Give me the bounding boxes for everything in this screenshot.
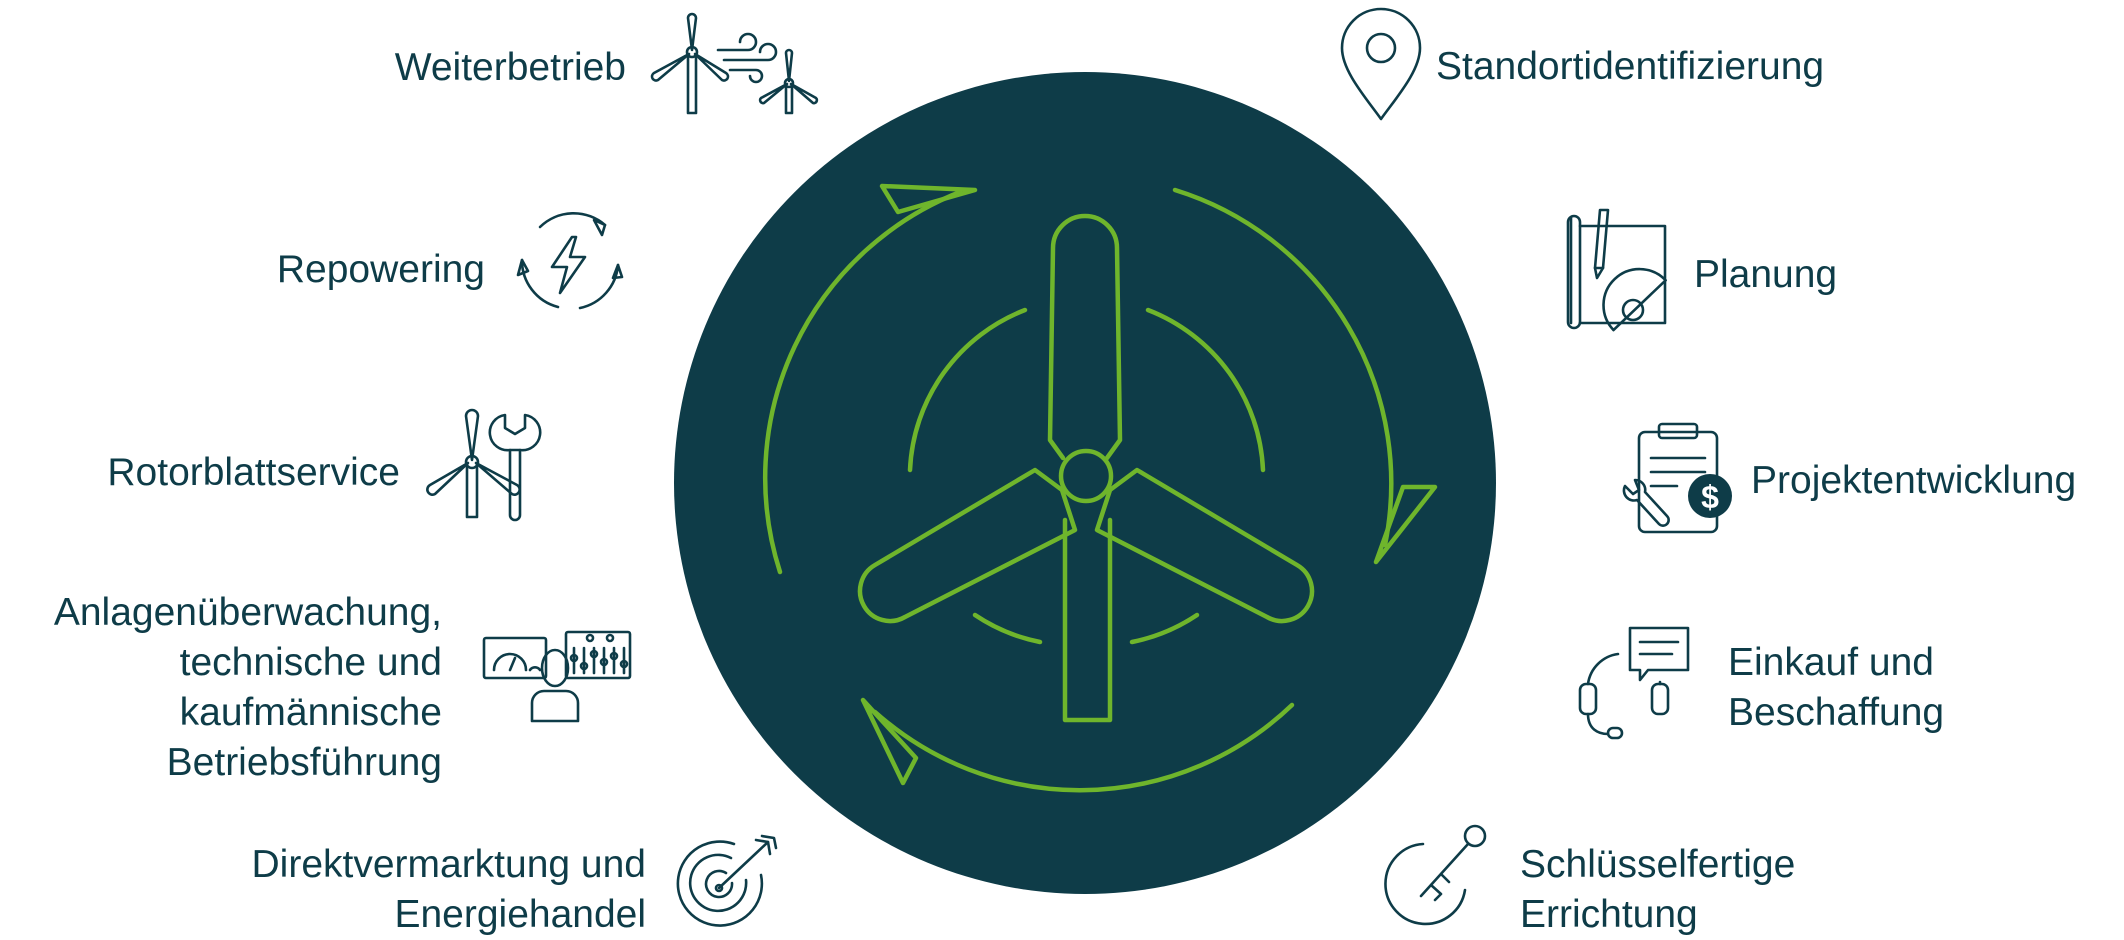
cycle-arrowhead-bottom <box>860 697 919 786</box>
errichtung-line2: Errichtung <box>1520 893 1698 936</box>
anlagenueberwachung-line4: Betriebsführung <box>166 741 442 784</box>
label-weiterbetrieb: Weiterbetrieb <box>394 46 626 89</box>
anlagenueberwachung-line3: kaufmännische <box>179 691 442 734</box>
cycle-arrowhead-upper-left <box>879 183 978 215</box>
wind-turbine-cycle-icon <box>762 183 1438 793</box>
turbine-hub <box>1058 448 1114 504</box>
cycle-arc-right <box>1172 187 1394 548</box>
inner-arc-bottom-left <box>972 612 1043 645</box>
label-repowering: Repowering <box>276 248 485 291</box>
cycle-arc-upper-left <box>762 189 963 575</box>
turbine-blade-left <box>857 467 1078 624</box>
headset-chat-icon <box>1578 624 1693 744</box>
location-pin-icon <box>1338 6 1424 122</box>
label-errichtung: Schlüsselfertige Errichtung <box>1520 840 1810 940</box>
anlagenueberwachung-line2: technische und <box>179 641 442 684</box>
monitoring-dashboard-icon <box>482 628 632 723</box>
target-arrow-icon <box>676 830 781 935</box>
einkauf-line1: Einkauf und <box>1728 641 1934 684</box>
clipboard-dollar-icon: $ <box>1617 418 1737 538</box>
label-rotorblattservice: Rotorblattservice <box>107 451 400 494</box>
inner-arc-left <box>907 307 1028 473</box>
direktvermarktung-line1: Direktvermarktung und <box>251 843 647 886</box>
errichtung-line1: Schlüsselfertige <box>1520 843 1796 886</box>
turbine-blade-up <box>1047 213 1123 461</box>
direktvermarktung-line2: Energiehandel <box>394 893 646 936</box>
label-planung: Planung <box>1694 253 1838 296</box>
label-anlagenueberwachung: Anlagenüberwachung, technische und kaufm… <box>10 588 442 788</box>
label-einkauf: Einkauf und Beschaffung <box>1728 638 2008 738</box>
turbine-blade-right <box>1094 467 1315 624</box>
turbine-wrench-icon <box>425 408 542 522</box>
cycle-arc-bottom <box>872 702 1295 793</box>
wind-turbines-icon <box>648 10 823 115</box>
inner-arc-right <box>1145 307 1266 473</box>
inner-arc-bottom-right <box>1129 612 1200 645</box>
turbine-tower <box>1062 517 1113 723</box>
einkauf-line2: Beschaffung <box>1728 691 1945 734</box>
svg-text:$: $ <box>1701 479 1719 515</box>
blueprint-protractor-icon <box>1565 208 1680 333</box>
label-projektentwicklung: Projektentwicklung <box>1751 459 2077 502</box>
cycle-arrowhead-right <box>1373 484 1438 565</box>
label-standortidentifizierung: Standortidentifizierung <box>1436 45 1825 88</box>
label-direktvermarktung: Direktvermarktung und Energiehandel <box>180 840 647 940</box>
key-icon <box>1384 822 1493 932</box>
lightning-cycle-icon <box>510 205 630 320</box>
anlagenueberwachung-line1: Anlagenüberwachung, <box>53 591 442 634</box>
